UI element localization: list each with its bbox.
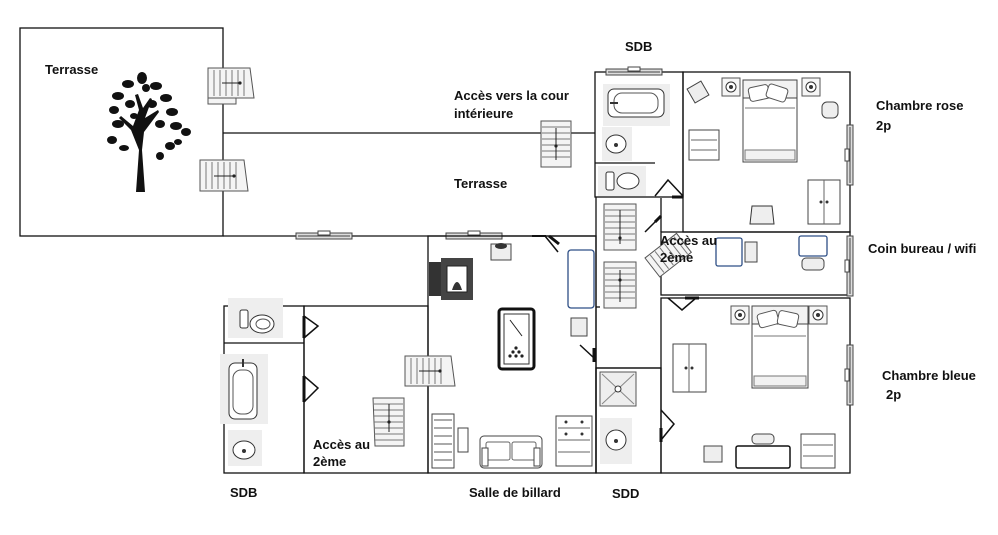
- double-bed-icon: [751, 305, 809, 389]
- terrace-mid-area: [223, 132, 595, 237]
- wardrobe-icon: [807, 179, 841, 225]
- dresser: [800, 433, 836, 469]
- double-bed-icon: [742, 79, 798, 163]
- chair-icon: [703, 433, 775, 463]
- dresser: [688, 129, 720, 161]
- label-chambre-bleue-line1: Chambre bleue: [882, 368, 976, 383]
- label-sdd: SDD: [612, 486, 640, 501]
- stairs-icon: [199, 159, 249, 192]
- chair-icon: [749, 205, 775, 225]
- window: [605, 66, 663, 76]
- door: [654, 178, 684, 199]
- window: [844, 235, 854, 297]
- label-acces-2eme-right-line2: 2ème: [660, 250, 694, 265]
- desk-icon: [735, 445, 791, 469]
- bathtub-icon: [603, 84, 670, 126]
- label-acces-2eme-left-line1: Accès au: [313, 437, 371, 452]
- label-chambre-bleue-line2: 2p: [886, 387, 902, 402]
- billiard-table-icon: [497, 307, 536, 371]
- bathtub-icon: [220, 354, 268, 424]
- stairs-icon: [603, 261, 637, 309]
- sofa-icon: [479, 435, 543, 469]
- window: [844, 124, 854, 186]
- chair-icon: [821, 101, 839, 119]
- stairs-icon: [207, 67, 255, 105]
- stairs-icon: [644, 232, 692, 278]
- chair-icon: [744, 241, 825, 271]
- door: [579, 214, 699, 442]
- label-acces-2eme-left-line2: 2ème: [313, 454, 347, 469]
- shower-icon: [599, 371, 637, 407]
- label-acces-cour-line1: Accès vers la cour: [454, 88, 569, 103]
- label-sdb-bottom: SDB: [230, 485, 258, 500]
- stairs-icon: [372, 397, 405, 447]
- window: [445, 230, 503, 240]
- sink-icon: [228, 430, 262, 466]
- window: [295, 230, 353, 240]
- toilet-icon: [598, 166, 646, 196]
- lamp-icon: [808, 305, 828, 325]
- window: [844, 344, 854, 406]
- door: [532, 234, 560, 253]
- label-acces-cour-line2: intérieure: [454, 106, 514, 121]
- fireplace-icon: [429, 258, 473, 300]
- dresser: [555, 415, 593, 467]
- stairs-icon: [603, 203, 637, 251]
- chair-icon: [570, 317, 588, 337]
- terrace-area: [19, 27, 224, 237]
- chair-icon: [686, 80, 710, 104]
- label-acces-2eme-right-line1: Accès au: [660, 233, 718, 248]
- lamp-icon: [730, 305, 750, 325]
- stairs-icon: [404, 355, 456, 387]
- sink-icon: [600, 418, 632, 464]
- label-coin-bureau: Coin bureau / wifi: [868, 241, 977, 256]
- piano-icon: [431, 413, 469, 469]
- cabinet: [567, 249, 595, 309]
- sink-icon: [602, 127, 632, 161]
- desk-icon: [715, 235, 828, 267]
- label-terrasse-mid: Terrasse: [454, 176, 508, 191]
- tree-icon: [107, 72, 191, 192]
- label-terrasse-nw: Terrasse: [45, 62, 99, 77]
- lamp-icon: [801, 77, 821, 97]
- label-chambre-rose-line2: 2p: [876, 118, 892, 133]
- toilet-icon: [228, 298, 283, 338]
- label-chambre-rose-line1: Chambre rose: [876, 98, 964, 113]
- label-salle-billard: Salle de billard: [469, 485, 561, 500]
- label-sdb-top: SDB: [625, 39, 653, 54]
- wardrobe-icon: [672, 343, 707, 393]
- door: [302, 315, 320, 403]
- phone-table-icon: [490, 243, 512, 261]
- lamp-icon: [721, 77, 741, 97]
- stairs-icon: [540, 120, 572, 168]
